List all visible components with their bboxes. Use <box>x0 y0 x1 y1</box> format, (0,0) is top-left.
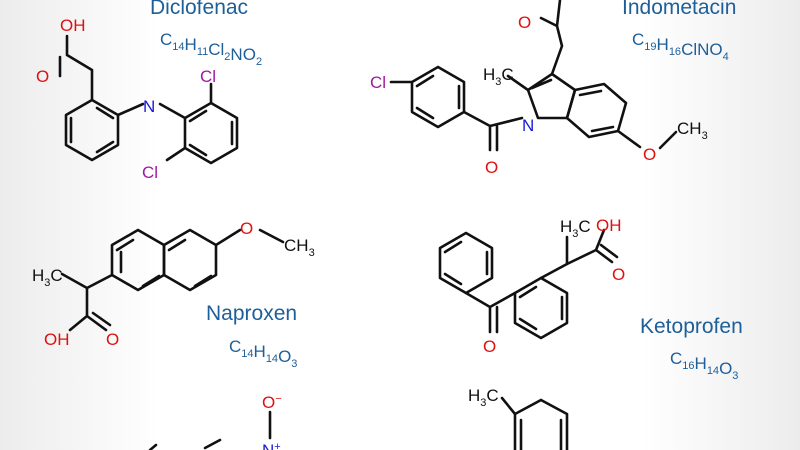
formula-subscript: 11 <box>197 46 208 58</box>
indometacin-h3c-label: H3C <box>483 65 514 88</box>
naproxen-h3c-label: H3C <box>32 266 63 289</box>
formula-subscript: 14 <box>241 348 253 360</box>
formula-element: H <box>254 342 266 361</box>
diclofenac-cl-label: Cl <box>200 67 216 86</box>
indometacin-cl-label: Cl <box>370 73 386 92</box>
ketoprofen-oh-label: OH <box>596 216 622 235</box>
partial-structure-right <box>500 396 569 450</box>
formula-subscript: 3 <box>732 370 738 382</box>
formula-element: O <box>719 359 732 378</box>
naproxen-o-label: O <box>240 219 253 238</box>
formula-subscript: 14 <box>266 353 278 365</box>
formula-element: C <box>160 30 172 49</box>
diclofenac-o-label: O <box>36 67 49 86</box>
nitro-n-label: N+ <box>262 441 281 450</box>
naproxen-ch3-label: CH3 <box>284 236 315 259</box>
formula-subscript: 16 <box>682 360 694 372</box>
formula-element: O <box>278 347 291 366</box>
formula-subscript: 14 <box>172 41 184 53</box>
diclofenac-structure <box>58 34 239 165</box>
formula-element: N <box>697 40 709 59</box>
formula-element: H <box>657 35 669 54</box>
indometacin-n-label: N <box>522 116 534 135</box>
formula-subscript: 2 <box>224 51 230 63</box>
naproxen-o-label: O <box>106 330 119 349</box>
diclofenac-oh-label: OH <box>60 16 86 35</box>
formula-element: Cl <box>208 40 224 59</box>
formula-element: H <box>185 35 197 54</box>
indometacin-o-label: O <box>518 13 531 32</box>
formula-subscript: 4 <box>723 51 729 63</box>
formula-element: C <box>670 349 682 368</box>
toluene-h3c-label: H3C <box>468 386 499 409</box>
formula-subscript: 2 <box>256 56 262 68</box>
formula-subscript: 14 <box>707 365 719 377</box>
formula-subscript: 19 <box>644 41 656 53</box>
molecule-name: Diclofenac <box>150 0 248 19</box>
molecule-formula: C14H11Cl2NO2 <box>160 30 262 68</box>
ketoprofen-o-label: O <box>483 337 496 356</box>
ketoprofen-o-label: O <box>612 265 625 284</box>
formula-element: N <box>230 45 242 64</box>
formula-element: O <box>243 45 256 64</box>
diclofenac-nh-label: N <box>143 97 155 116</box>
formula-element: Cl <box>681 40 697 59</box>
molecule-formula: C14H14O3 <box>229 337 297 370</box>
indometacin-structure <box>389 0 678 152</box>
indometacin-o-label: O <box>643 145 656 164</box>
formula-element: C <box>229 337 241 356</box>
ketoprofen-h3c-label: H3C <box>560 217 591 240</box>
naproxen-structure <box>60 228 285 332</box>
formula-element: O <box>709 40 722 59</box>
molecule-name: Ketoprofen <box>640 315 743 338</box>
molecule-formula: C19H16ClNO4 <box>632 30 729 63</box>
indometacin-o-label: O <box>485 158 498 177</box>
partial-structure-left <box>148 410 272 450</box>
naproxen-oh-label: OH <box>44 330 70 349</box>
molecule-name: Indometacin <box>622 0 736 19</box>
formula-subscript: 16 <box>669 46 681 58</box>
nitro-o-label: O− <box>262 393 282 412</box>
ketoprofen-structure <box>438 228 619 340</box>
indometacin-ch3-label: CH3 <box>677 119 708 142</box>
molecule-name: Naproxen <box>206 302 297 325</box>
formula-element: C <box>632 30 644 49</box>
formula-subscript: 3 <box>291 358 297 370</box>
molecule-formula: C16H14O3 <box>670 349 738 382</box>
formula-element: H <box>695 354 707 373</box>
diclofenac-cl-label: Cl <box>142 163 158 182</box>
